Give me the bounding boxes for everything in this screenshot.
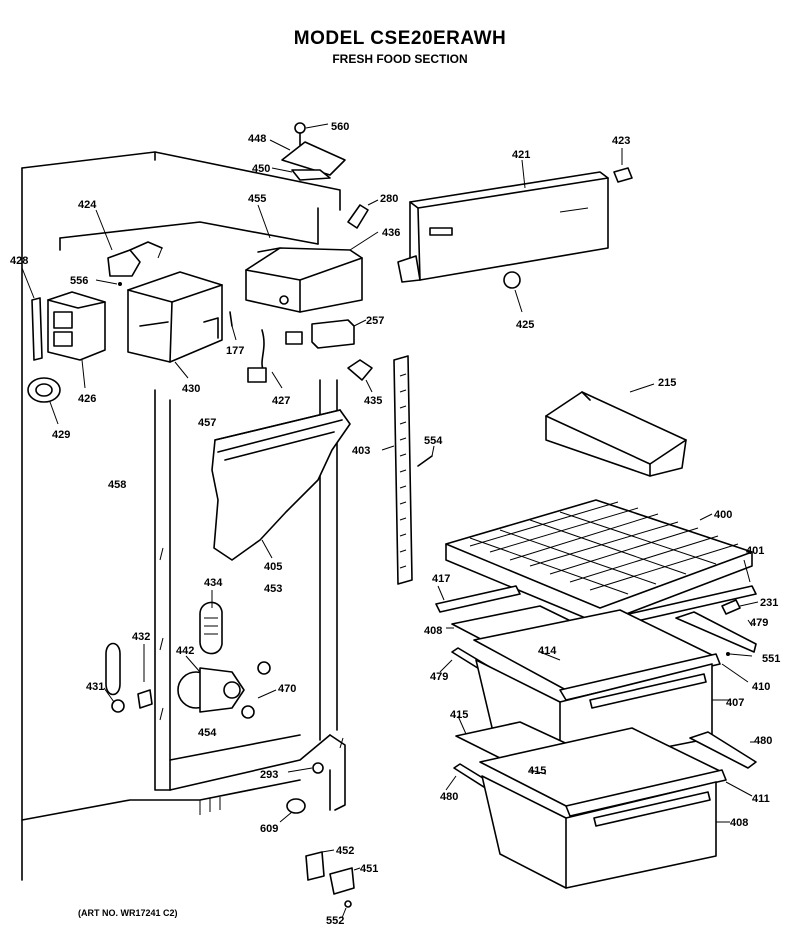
- label-434: 434: [204, 577, 223, 589]
- part-554-screw: [417, 445, 435, 467]
- label-429: 429: [52, 429, 70, 441]
- art-number: (ART NO. WR17241 C2): [78, 908, 178, 918]
- diagram-subtitle: FRESH FOOD SECTION: [332, 52, 468, 66]
- label-403: 403: [352, 445, 370, 457]
- label-480b: 480: [440, 791, 458, 803]
- label-479b: 479: [430, 671, 448, 683]
- label-400: 400: [714, 509, 732, 521]
- part-410-frame: [559, 653, 749, 701]
- part-428-hinge: [21, 267, 43, 361]
- part-431-cap: [137, 689, 153, 709]
- part-429-light-socket: [27, 377, 61, 425]
- part-408-pan: [481, 775, 730, 889]
- label-428: 428: [10, 255, 28, 267]
- part-479-right-rail: [675, 611, 757, 653]
- label-405: 405: [264, 561, 282, 573]
- label-435: 435: [364, 395, 382, 407]
- label-417: 417: [432, 573, 450, 585]
- part-470-bulb: [241, 661, 277, 719]
- part-423-bulb: [613, 148, 633, 183]
- part-609-plug: [279, 798, 306, 823]
- part-177-screw: [229, 311, 237, 341]
- part-552-screw: [341, 900, 352, 919]
- part-labels: 560 448 450 455 280 421 423 436 424 428 …: [10, 121, 780, 927]
- label-560: 560: [331, 121, 349, 133]
- label-415: 415: [450, 709, 468, 721]
- label-293: 293: [260, 769, 278, 781]
- label-458: 458: [108, 479, 126, 491]
- part-452-bracket: [305, 849, 335, 881]
- label-427: 427: [272, 395, 290, 407]
- part-442-control: [177, 655, 245, 713]
- part-434-damper: [199, 590, 223, 655]
- part-427-wiring: [247, 329, 303, 389]
- part-556-screw: [95, 279, 122, 286]
- label-479: 479: [750, 617, 768, 629]
- label-453: 453: [264, 583, 282, 595]
- label-470: 470: [278, 683, 296, 695]
- label-552: 552: [326, 915, 344, 927]
- part-450-clip: [271, 167, 331, 181]
- label-215: 215: [658, 377, 676, 389]
- label-408b: 408: [730, 817, 748, 829]
- part-425-knob: [503, 271, 523, 313]
- part-430-control-cover: [127, 271, 223, 379]
- label-408: 408: [424, 625, 442, 637]
- label-454: 454: [198, 727, 217, 739]
- part-560-screw: [294, 122, 329, 146]
- part-411-frame: [565, 769, 753, 817]
- label-442: 442: [176, 645, 194, 657]
- part-257-relay: [311, 319, 367, 349]
- label-480: 480: [754, 735, 772, 747]
- part-551-screw: [726, 652, 753, 657]
- label-425: 425: [516, 319, 534, 331]
- label-430: 430: [182, 383, 200, 395]
- label-436: 436: [382, 227, 400, 239]
- label-410: 410: [752, 681, 770, 693]
- part-426-housing: [47, 291, 106, 389]
- part-280-spacer: [347, 199, 379, 229]
- label-231: 231: [760, 597, 778, 609]
- part-432-grille: [105, 642, 145, 696]
- label-401: 401: [746, 545, 764, 557]
- part-451-hinge: [329, 867, 361, 895]
- label-423: 423: [612, 135, 630, 147]
- label-280: 280: [380, 193, 398, 205]
- part-417-slide: [435, 585, 521, 613]
- part-480-upper-rail: [689, 731, 757, 769]
- label-455: 455: [248, 193, 266, 205]
- part-293-screw: [287, 762, 324, 774]
- label-407: 407: [726, 697, 744, 709]
- label-431: 431: [86, 681, 104, 693]
- label-554: 554: [424, 435, 443, 447]
- part-403-shelf-ladder: [381, 355, 413, 585]
- label-450: 450: [252, 163, 270, 175]
- label-415b: 415: [528, 765, 546, 777]
- part-424-thermostat: [95, 209, 163, 277]
- label-411: 411: [752, 793, 770, 805]
- diagram-title: MODEL CSE20ERAWH: [293, 28, 507, 49]
- label-257: 257: [366, 315, 384, 327]
- part-231-screw: [721, 599, 759, 615]
- label-432: 432: [132, 631, 150, 643]
- part-431-knob: [103, 687, 125, 713]
- label-609: 609: [260, 823, 278, 835]
- part-436-control-housing: [245, 204, 379, 313]
- label-177: 177: [226, 345, 244, 357]
- part-405-air-duct: [211, 409, 351, 561]
- part-215-bin: [545, 383, 687, 477]
- label-551: 551: [762, 653, 780, 665]
- label-448: 448: [248, 133, 266, 145]
- label-457: 457: [198, 417, 216, 429]
- label-452: 452: [336, 845, 354, 857]
- part-421-light-shield: [397, 159, 609, 283]
- label-414: 414: [538, 645, 557, 657]
- label-426: 426: [78, 393, 96, 405]
- label-556: 556: [70, 275, 88, 287]
- part-435-clip: [347, 359, 373, 393]
- label-421: 421: [512, 149, 530, 161]
- label-424: 424: [78, 199, 97, 211]
- label-451: 451: [360, 863, 378, 875]
